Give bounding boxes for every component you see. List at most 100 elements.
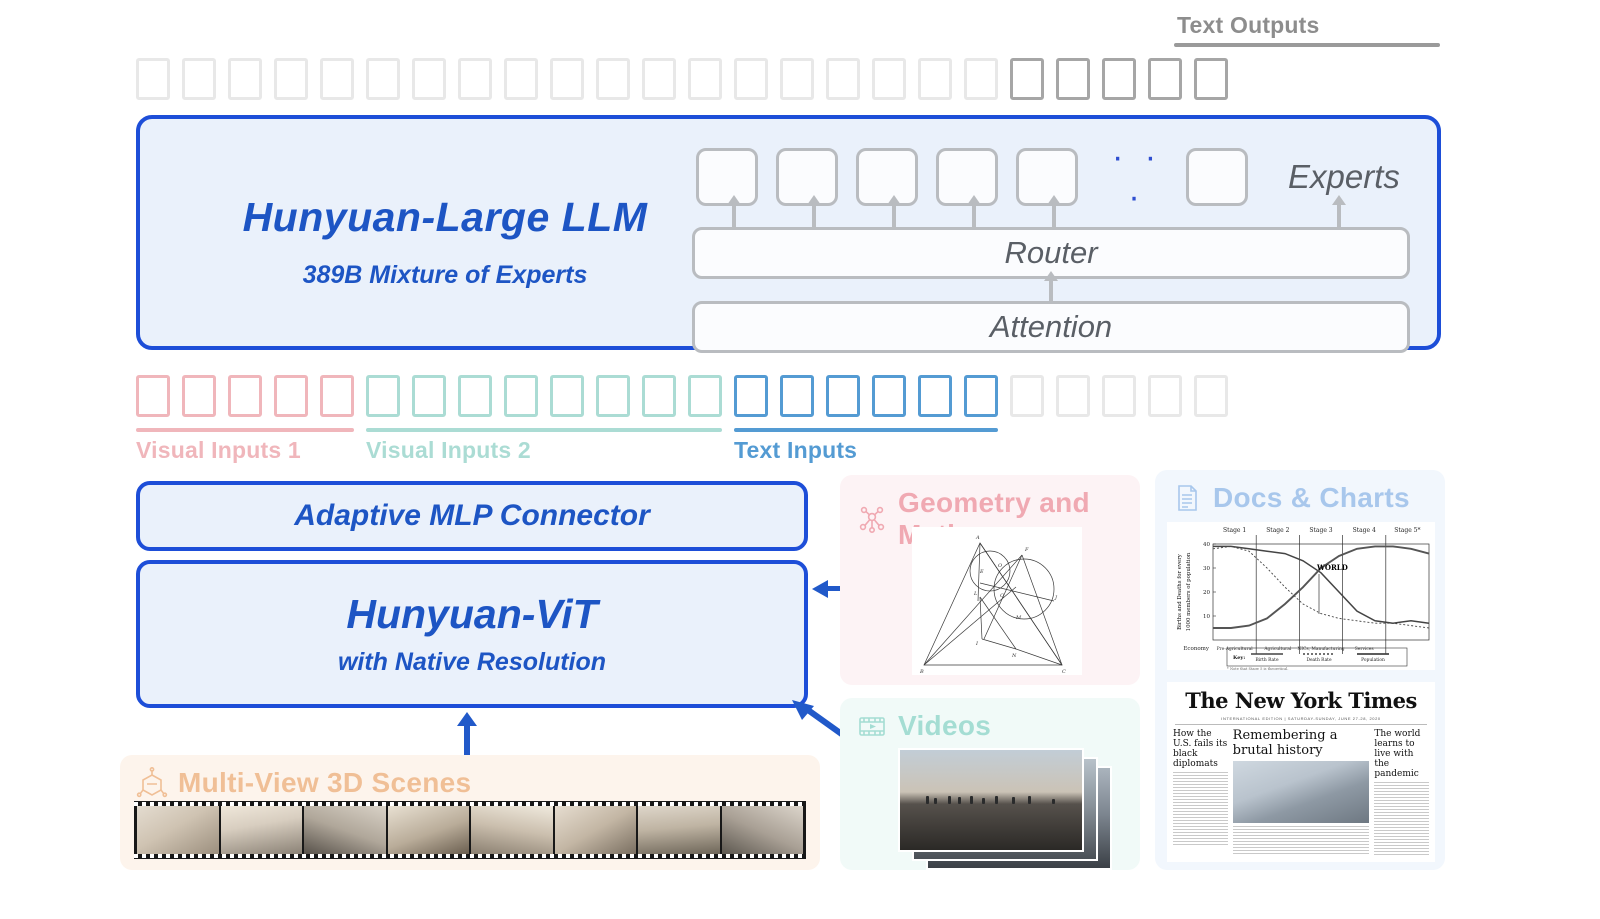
scene-frame — [554, 806, 636, 854]
token-placeholder — [688, 58, 722, 100]
label-text-text-inputs: Text Inputs — [734, 437, 858, 463]
video-frame-1 — [898, 748, 1084, 852]
token-placeholder — [136, 58, 170, 100]
svg-text:M: M — [1015, 615, 1022, 621]
svg-text:E: E — [979, 569, 984, 575]
token-visual-inputs-1 — [182, 375, 216, 417]
nyt-edition-line: INTERNATIONAL EDITION | SATURDAY-SUNDAY,… — [1175, 716, 1427, 725]
cube-3d-icon — [136, 767, 168, 799]
panel-videos-label: Videos — [898, 710, 992, 741]
nyt-headline-right: The world learns to live with the pandem… — [1374, 729, 1421, 780]
vit-subtitle: with Native Resolution — [337, 648, 607, 676]
token-text-output — [1010, 58, 1044, 100]
video-frame-stack — [898, 748, 1114, 870]
scene-frame — [304, 806, 386, 854]
svg-text:Pre-Agricultural: Pre-Agricultural — [1217, 647, 1254, 652]
token-text-inputs — [918, 375, 952, 417]
scene-frame — [471, 806, 553, 854]
token-placeholder — [964, 58, 998, 100]
token-text-output — [1194, 58, 1228, 100]
svg-text:C: C — [1062, 669, 1066, 675]
expert-box — [1186, 148, 1248, 206]
token-placeholder — [826, 58, 860, 100]
svg-text:Stage 1: Stage 1 — [1223, 527, 1246, 534]
label-text-visual-inputs-1: Visual Inputs 1 — [136, 437, 301, 463]
token-placeholder — [412, 58, 446, 100]
svg-text:Key:: Key: — [1233, 655, 1245, 661]
document-icon — [1171, 482, 1203, 514]
svg-text:Q: Q — [1000, 593, 1004, 599]
token-unlabeled — [1010, 375, 1044, 417]
token-visual-inputs-1 — [136, 375, 170, 417]
token-placeholder — [550, 58, 584, 100]
router-to-expert-arrow — [967, 195, 981, 227]
token-placeholder — [320, 58, 354, 100]
text-outputs-underline — [1174, 43, 1440, 47]
token-visual-inputs-2 — [366, 375, 400, 417]
text-outputs-group: Text Outputs — [1174, 12, 1444, 47]
hunyuan-large-llm-box: Hunyuan-Large LLM 389B Mixture of Expert… — [136, 115, 1441, 353]
token-text-inputs — [826, 375, 860, 417]
scene-frame — [638, 806, 720, 854]
panel-multiview-3d-scenes: Multi-View 3D Scenes — [120, 755, 820, 870]
newspaper-front-page: The New York Times INTERNATIONAL EDITION… — [1167, 682, 1435, 862]
router-block: Router — [692, 227, 1410, 279]
token-unlabeled — [1102, 375, 1136, 417]
token-text-inputs — [734, 375, 768, 417]
router-label: Router — [1004, 235, 1098, 270]
token-text-output — [1148, 58, 1182, 100]
nyt-headline-left: How the U.S. fails its black diplomats — [1173, 729, 1228, 770]
token-placeholder — [642, 58, 676, 100]
svg-text:B: B — [919, 669, 924, 675]
svg-text:Services: Services — [1355, 647, 1375, 652]
attention-to-router-arrow — [1044, 271, 1058, 303]
panel-3d-label: Multi-View 3D Scenes — [178, 767, 472, 798]
token-placeholder — [228, 58, 262, 100]
token-placeholder — [780, 58, 814, 100]
label-underline-visual-inputs-2 — [366, 428, 722, 432]
nyt-masthead: The New York Times — [1185, 688, 1417, 713]
token-text-inputs — [964, 375, 998, 417]
token-unlabeled — [1148, 375, 1182, 417]
token-placeholder — [182, 58, 216, 100]
svg-text:* Note that Stage 5 is theoret: * Note that Stage 5 is theoretical. — [1227, 667, 1289, 670]
svg-text:A: A — [975, 535, 980, 541]
token-placeholder — [458, 58, 492, 100]
panel-3d-header: Multi-View 3D Scenes — [120, 755, 820, 799]
attention-label: Attention — [989, 309, 1113, 344]
svg-text:Births and Deaths for every: Births and Deaths for every — [1177, 553, 1183, 630]
adaptive-mlp-connector-box: Adaptive MLP Connector — [136, 481, 808, 551]
panel-geometry-and-maths: Geometry and Maths ABC FOL — [840, 475, 1140, 685]
scene-frame — [387, 806, 469, 854]
nyt-column-center: Remembering a brutal history — [1232, 728, 1370, 857]
token-visual-inputs-2 — [596, 375, 630, 417]
svg-text:20: 20 — [1203, 590, 1210, 596]
nyt-photo — [1232, 761, 1370, 824]
svg-text:Stage 3: Stage 3 — [1309, 527, 1332, 534]
router-to-expert-arrow — [807, 195, 821, 227]
label-text-visual-inputs-2: Visual Inputs 2 — [366, 437, 531, 463]
svg-text:Stage 2: Stage 2 — [1266, 527, 1289, 534]
nyt-column-left: How the U.S. fails its black diplomats — [1173, 729, 1228, 857]
router-to-expert-arrow — [1332, 195, 1346, 227]
token-text-inputs — [872, 375, 906, 417]
svg-text:Population: Population — [1361, 658, 1385, 663]
token-unlabeled — [1194, 375, 1228, 417]
svg-text:Economy: Economy — [1183, 646, 1209, 652]
label-underline-visual-inputs-1 — [136, 428, 354, 432]
input-token-row — [136, 375, 1240, 417]
svg-text:F: F — [1024, 547, 1029, 553]
nyt-headline-center: Remembering a brutal history — [1232, 728, 1338, 758]
scene-frame — [137, 806, 219, 854]
token-visual-inputs-2 — [550, 375, 584, 417]
label-visual-inputs-2: Visual Inputs 2 — [366, 428, 722, 464]
token-visual-inputs-2 — [642, 375, 676, 417]
top-token-row — [136, 58, 1240, 100]
token-placeholder — [596, 58, 630, 100]
nyt-body-left — [1173, 772, 1228, 846]
token-text-inputs — [780, 375, 814, 417]
svg-text:Stage 4: Stage 4 — [1353, 527, 1376, 534]
svg-text:Agricultural: Agricultural — [1263, 647, 1291, 652]
